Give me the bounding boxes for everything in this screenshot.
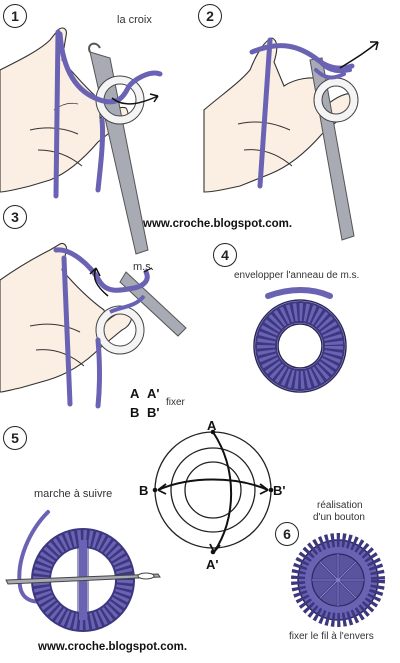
step-3-number: 3 — [3, 205, 27, 229]
step-5-label: marche à suivre — [34, 488, 113, 500]
step-6-label-line1: réalisation — [317, 500, 363, 511]
compass-b: B — [139, 483, 149, 498]
step-2-number: 2 — [198, 4, 222, 28]
legend-b-prime: B' — [147, 405, 160, 420]
compass-b-prime: B' — [273, 483, 286, 498]
step-6-caption: fixer le fil à l'envers — [289, 631, 374, 642]
legend-fixer: fixer — [166, 397, 185, 408]
step-4-label: envelopper l'anneau de m.s. — [234, 270, 360, 281]
watermark-top: www.croche.blogspot.com. — [143, 218, 293, 230]
legend-b: B — [130, 405, 140, 420]
legend-a-prime: A' — [147, 386, 160, 401]
step-1-label: la croix — [117, 14, 152, 26]
step-6-label-line2: d'un bouton — [313, 512, 365, 523]
legend-a: A — [130, 386, 140, 401]
step-6-number: 6 — [275, 522, 299, 546]
compass-a: A — [207, 418, 217, 433]
step-5-number: 5 — [3, 426, 27, 450]
step-4-number: 4 — [213, 243, 237, 267]
step-1-number: 1 — [3, 4, 27, 28]
compass-a-prime: A' — [206, 557, 219, 572]
watermark-bottom: www.croche.blogspot.com. — [38, 641, 188, 653]
